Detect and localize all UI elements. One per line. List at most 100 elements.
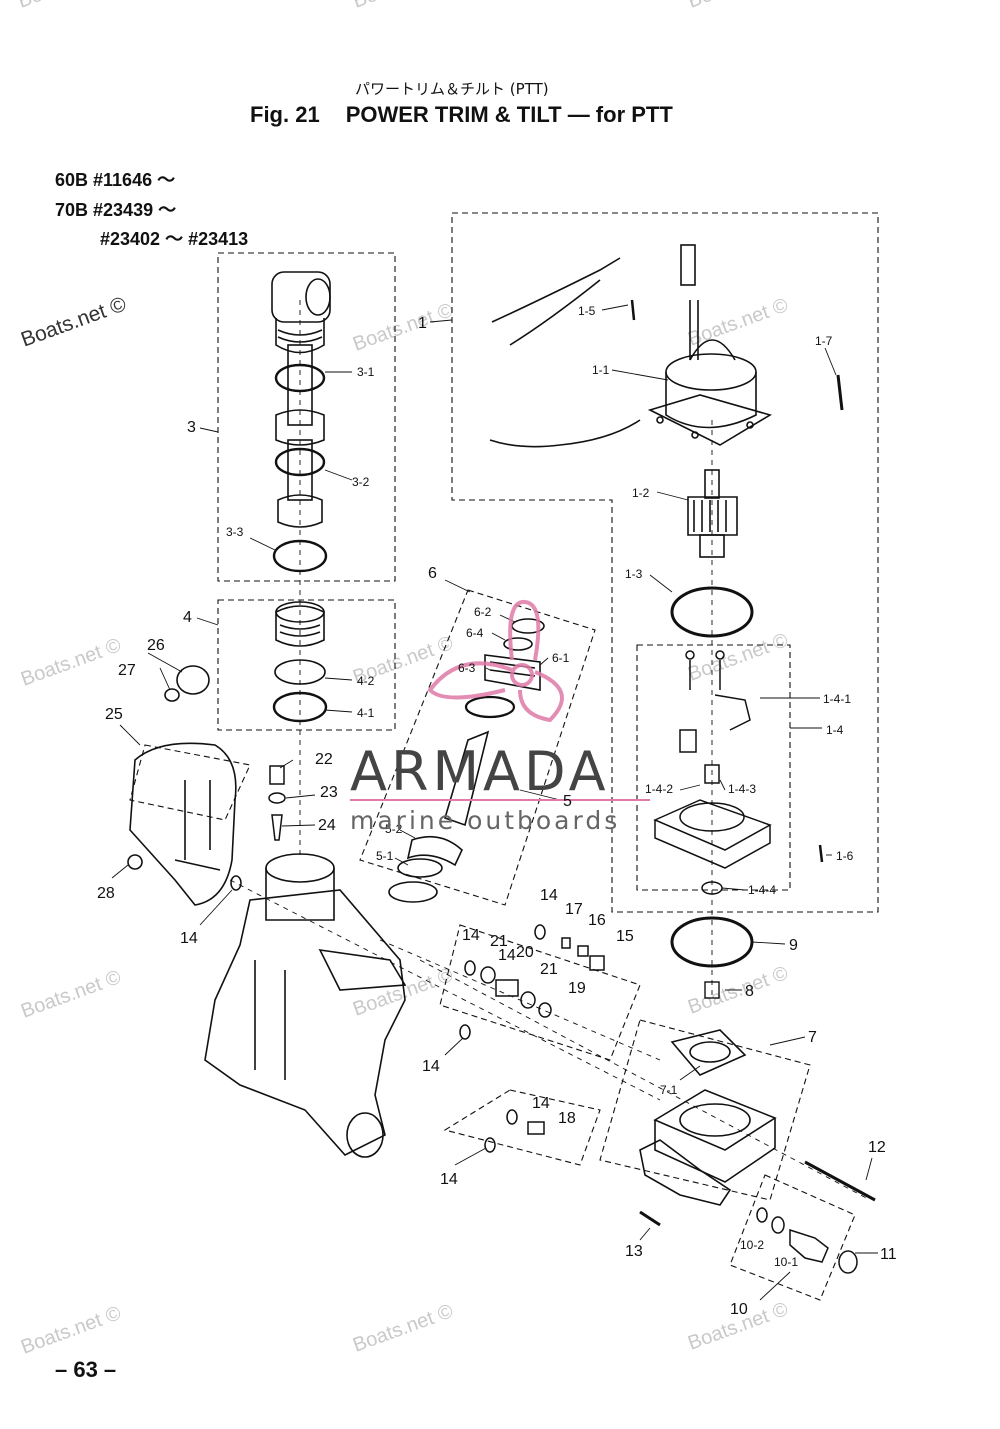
small-parts: [230, 765, 605, 1153]
pin-26: [176, 665, 210, 695]
callout-label: 11: [880, 1246, 897, 1263]
armada-logo-mark: [427, 600, 564, 723]
callout-label: 1-5: [578, 304, 596, 318]
callout-label: 1-4-1: [823, 692, 851, 706]
o-ring-14c: [464, 960, 476, 976]
spring-16: [577, 945, 589, 957]
pump-body: [639, 1029, 777, 1206]
armada-logo-tagline: marine outboards: [350, 806, 621, 835]
callout-label: 7: [808, 1029, 817, 1046]
callout-label: 6-1: [552, 651, 570, 665]
page-number: – 63 –: [55, 1357, 117, 1382]
callout-label: 3-2: [352, 475, 370, 489]
callout-label: 3-1: [357, 365, 375, 379]
valve-20: [495, 979, 519, 997]
callout-label: 1-7: [815, 334, 833, 348]
bolt-1-7: [836, 374, 844, 411]
callout-label: 15: [616, 928, 634, 945]
bolt-28: [127, 854, 143, 870]
group-box-1-4: [636, 644, 791, 891]
callout-label: 1-6: [836, 849, 854, 863]
callout-label: 14: [532, 1095, 550, 1112]
plug-22: [269, 765, 285, 785]
callout-label: 14: [462, 927, 480, 944]
callout-label: 5-2: [385, 822, 403, 836]
callout-label: 26: [147, 637, 165, 654]
group-box-4: [217, 599, 396, 731]
callout-label: 10-2: [740, 1238, 764, 1252]
callout-label: 16: [588, 912, 606, 929]
callout-label: 4-1: [357, 706, 375, 720]
callout-label: 3: [187, 419, 196, 436]
callout-label: 5: [563, 793, 572, 810]
callout-label: 6-3: [458, 661, 476, 675]
callout-label: 3-3: [226, 525, 244, 539]
group-box-25: [129, 744, 251, 821]
filter-8: [704, 981, 720, 999]
callout-label: 1-4-3: [728, 782, 756, 796]
applicability-line-2: 70B #23439 ～: [55, 200, 177, 220]
callout-label: 1-1: [592, 363, 610, 377]
screw-1-6: [818, 844, 824, 863]
callout-label: 14: [498, 947, 516, 964]
valve-15: [589, 955, 605, 971]
callout-label: 13: [625, 1243, 643, 1260]
callout-label: 22: [315, 751, 333, 768]
callout-labels: 1 1-1 1-2 1-3 1-4 1-4-1 1-4-2 1-4-3 1-4-…: [97, 304, 897, 1318]
callout-label: 19: [568, 980, 586, 997]
tilt-cylinder: [271, 271, 331, 573]
o-ring-14e: [506, 1109, 518, 1125]
callout-label: 5-1: [376, 849, 394, 863]
callout-label: 14: [422, 1058, 440, 1075]
callout-label: 21: [490, 933, 508, 950]
bolt-12: [804, 1160, 876, 1202]
callout-label: 6-4: [466, 626, 484, 640]
group-box-6: [359, 589, 596, 906]
callout-label: 25: [105, 706, 123, 723]
armature: [687, 469, 738, 558]
callout-label: 14: [180, 930, 198, 947]
callout-label: 1-2: [632, 486, 650, 500]
group-box-18: [443, 1089, 601, 1166]
washer-21b: [520, 991, 536, 1009]
o-ring-14f: [484, 1137, 496, 1153]
callout-label: 21: [540, 961, 558, 978]
callout-label: 1-3: [625, 567, 643, 581]
main-cylinder-body: [204, 853, 407, 1158]
callout-label: 8: [745, 983, 754, 1000]
callout-label: 10-1: [774, 1255, 798, 1269]
washer-21a: [480, 966, 496, 984]
subtitle-japanese: パワートリム＆チルト (PTT): [355, 80, 549, 98]
callout-label: 18: [558, 1110, 576, 1127]
armada-logo-text: ARMADA: [350, 740, 610, 803]
callout-label: 9: [789, 937, 798, 954]
group-box-14-21: [439, 924, 641, 1061]
applicability-line-1: 60B #11646 ～: [55, 170, 176, 190]
callout-label: 14: [440, 1171, 458, 1188]
callout-label: 23: [320, 784, 338, 801]
applicability-line-3: #23402 ～ #23413: [100, 229, 249, 249]
callout-label: 12: [868, 1139, 886, 1156]
group-box-10: [729, 1174, 856, 1301]
trim-piston: [272, 601, 328, 723]
callout-label: 7-1: [660, 1083, 678, 1097]
ptt-motor: [489, 244, 772, 448]
figure-title: POWER TRIM & TILT — for PTT: [345, 102, 673, 127]
stern-bracket: [127, 665, 237, 906]
callout-label: 1-4-4: [748, 883, 776, 897]
callout-label: 27: [118, 662, 136, 679]
o-ring-23: [268, 792, 286, 804]
reservoir-and-ram: [388, 618, 545, 903]
pin-24: [271, 814, 283, 841]
callout-label: 10: [730, 1301, 748, 1318]
bolt-13: [639, 1210, 661, 1227]
callout-label: 4-2: [357, 674, 375, 688]
manual-valve: [756, 1207, 858, 1274]
o-ring-14a: [230, 875, 242, 891]
callout-label: 6-2: [474, 605, 492, 619]
screw-1-5: [630, 299, 636, 321]
ball-17: [561, 937, 571, 949]
o-ring-14b: [534, 924, 546, 940]
